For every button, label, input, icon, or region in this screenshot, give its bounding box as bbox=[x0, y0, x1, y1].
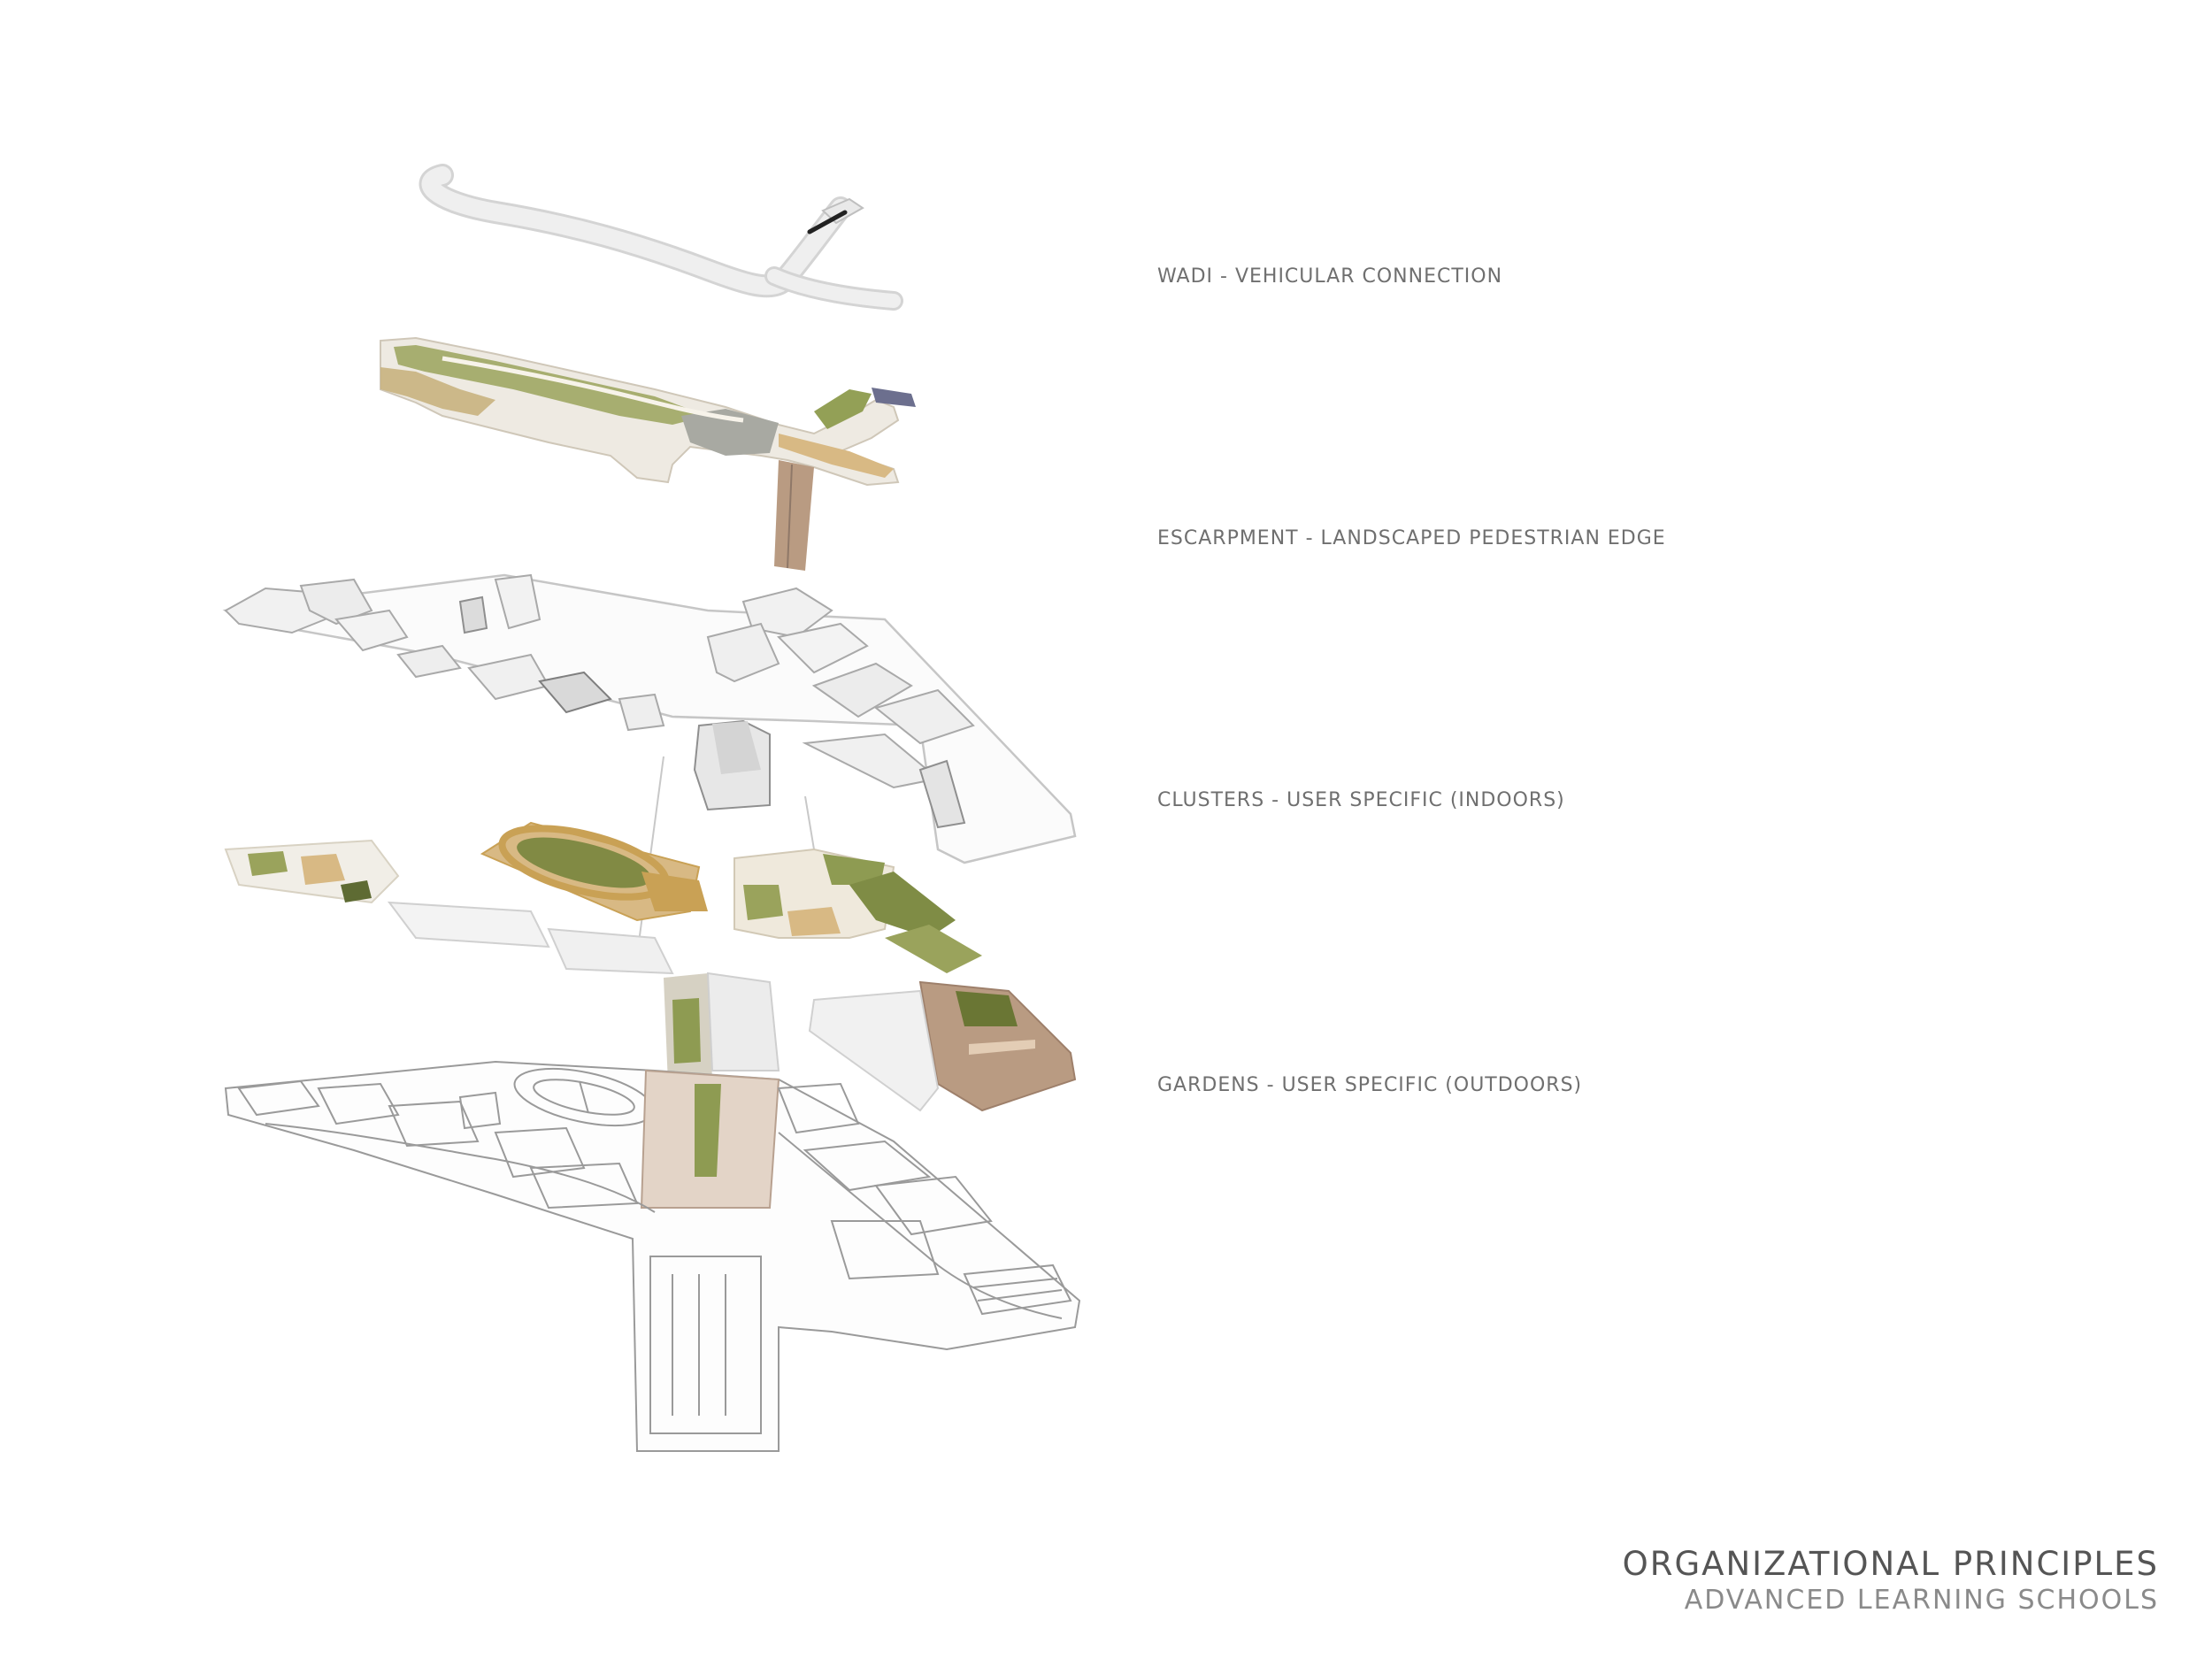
ground-internal-route bbox=[265, 1123, 656, 1213]
escarpment-strip-right bbox=[872, 388, 916, 407]
ground-building-4 bbox=[458, 1091, 502, 1130]
garden-terrace bbox=[849, 872, 956, 938]
label-clusters-indoors: CLUSTERS - USER SPECIFIC (INDOORS) bbox=[1157, 789, 1565, 811]
ground-building-1 bbox=[237, 1079, 320, 1117]
ground-building-9 bbox=[874, 1175, 993, 1236]
cluster-building-10 bbox=[776, 622, 869, 674]
garden-patch-2 bbox=[301, 854, 345, 885]
garden-plaza-base bbox=[808, 989, 940, 1112]
cluster-building-3 bbox=[334, 609, 409, 652]
label-escarpment-pedestrian-edge: ESCARPMENT - LANDSCAPED PEDESTRIAN EDGE bbox=[1157, 527, 1666, 549]
page-title: ORGANIZATIONAL PRINCIPLES bbox=[1622, 1545, 2159, 1583]
ground-building-2 bbox=[317, 1082, 400, 1125]
escarpment-ramp bbox=[774, 460, 814, 571]
garden-grey-block bbox=[706, 972, 780, 1071]
escarpment-layer bbox=[380, 336, 916, 571]
garden-plaza-feature bbox=[969, 1040, 1035, 1055]
ground-plan-layer bbox=[224, 1060, 1081, 1452]
cluster-building-14 bbox=[918, 759, 966, 829]
garden-terrace-2 bbox=[885, 925, 982, 973]
cluster-tower bbox=[458, 595, 488, 634]
ground-parking-row-r1 bbox=[972, 1278, 1058, 1288]
ground-field bbox=[533, 1079, 635, 1116]
title-block: ORGANIZATIONAL PRINCIPLES ADVANCED LEARN… bbox=[1623, 1545, 2159, 1617]
garden-track-extension bbox=[641, 872, 708, 911]
garden-patch-3 bbox=[341, 880, 372, 902]
clusters-layer bbox=[222, 573, 1077, 956]
escarpment-path bbox=[442, 356, 744, 423]
ground-spine-lawn bbox=[695, 1084, 721, 1177]
cluster-stadium bbox=[538, 671, 612, 714]
cluster-central-hall-roof bbox=[712, 721, 761, 774]
cluster-building-8 bbox=[741, 587, 833, 639]
escarpment-sand-strip bbox=[779, 434, 894, 478]
wadi-road-surface bbox=[421, 166, 849, 296]
ground-building-8 bbox=[803, 1140, 932, 1192]
garden-track-lawn bbox=[517, 837, 651, 888]
ground-parking-row-r2 bbox=[977, 1289, 1063, 1302]
cluster-building-9 bbox=[706, 622, 780, 683]
escarpment-ramp-edge bbox=[787, 464, 793, 569]
gardens-layer bbox=[224, 821, 1077, 1112]
wadi-road-marking bbox=[807, 210, 848, 234]
page-subtitle: ADVANCED LEARNING SCHOOLS bbox=[1684, 1585, 2159, 1616]
ground-building-6 bbox=[529, 1162, 639, 1210]
ground-internal-route-2 bbox=[778, 1132, 1063, 1319]
ground-building-7 bbox=[777, 1082, 860, 1134]
garden-courtyard-lawn-2 bbox=[743, 885, 783, 920]
ground-parking-lower bbox=[649, 1256, 762, 1434]
wadi-road-branch-surface bbox=[767, 269, 901, 308]
cluster-building-7 bbox=[618, 693, 665, 732]
garden-strip-mid bbox=[387, 901, 550, 949]
cluster-building-5 bbox=[494, 573, 541, 630]
garden-courtyard-lawn bbox=[823, 854, 885, 885]
cluster-building-4 bbox=[396, 644, 462, 679]
wadi-road-layer bbox=[419, 164, 903, 311]
garden-courtyard-sand bbox=[787, 907, 841, 936]
escarpment-planting-3 bbox=[814, 389, 872, 429]
garden-strip-mid-2 bbox=[547, 927, 674, 975]
escarpment-plaza bbox=[681, 409, 779, 456]
label-gardens-outdoors: GARDENS - USER SPECIFIC (OUTDOORS) bbox=[1157, 1074, 1583, 1096]
ground-building-10 bbox=[830, 1220, 940, 1280]
escarpment-planting-2 bbox=[380, 367, 495, 416]
garden-patch-1 bbox=[248, 851, 288, 876]
garden-vertical-lawn bbox=[672, 998, 701, 1064]
cluster-building-11 bbox=[811, 662, 913, 718]
ground-parking-right bbox=[963, 1263, 1072, 1316]
cluster-connector-right bbox=[804, 795, 815, 850]
cluster-building-12 bbox=[873, 688, 975, 745]
ground-field-centerline bbox=[579, 1080, 589, 1114]
garden-plaza-lawn bbox=[956, 991, 1018, 1026]
ground-building-3 bbox=[388, 1100, 480, 1148]
label-wadi-vehicular-connection: WADI - VEHICULAR CONNECTION bbox=[1157, 265, 1503, 288]
